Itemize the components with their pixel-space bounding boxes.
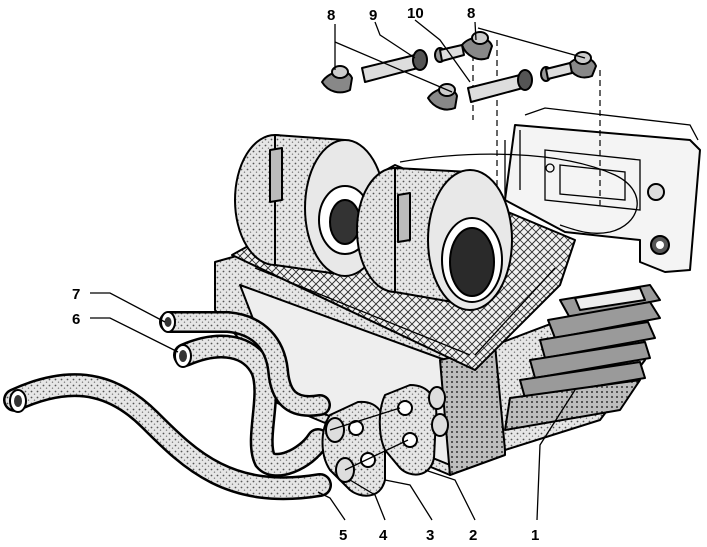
callout-10: 10: [407, 5, 424, 22]
callout-8-right: 8: [467, 5, 475, 22]
knob-8-right-lower: [567, 51, 597, 79]
joint-lines: [329, 407, 409, 471]
callout-8-left: 8: [327, 7, 335, 24]
callout-4: 4: [379, 527, 388, 544]
gasket-2: [378, 384, 438, 476]
callout-6: 6: [72, 311, 80, 328]
heat-exchanger: [504, 284, 661, 431]
callout-1: 1: [531, 527, 539, 544]
knob-8-left-lower: [427, 83, 458, 111]
control-panel: [504, 107, 701, 273]
knob-8-right-upper: [461, 31, 493, 61]
hose-5: [3, 373, 332, 501]
callout-2: 2: [469, 527, 477, 544]
callout-5: 5: [339, 527, 347, 544]
control-cable: [399, 153, 638, 234]
callout-3: 3: [426, 527, 434, 544]
callout-7: 7: [72, 286, 80, 303]
callouts: 8 9 10 8 7 6 5 4 3 2 1: [72, 5, 539, 544]
leader-lines: [90, 19, 586, 521]
knob-8-left-upper: [321, 65, 353, 94]
pipe-flanges: [325, 386, 449, 483]
hose-7: [159, 311, 331, 417]
shaft-9: [361, 44, 465, 83]
callout-9: 9: [369, 7, 377, 24]
shaft-10: [467, 62, 573, 103]
hose-6: [173, 334, 330, 477]
blower-right: [356, 167, 513, 311]
